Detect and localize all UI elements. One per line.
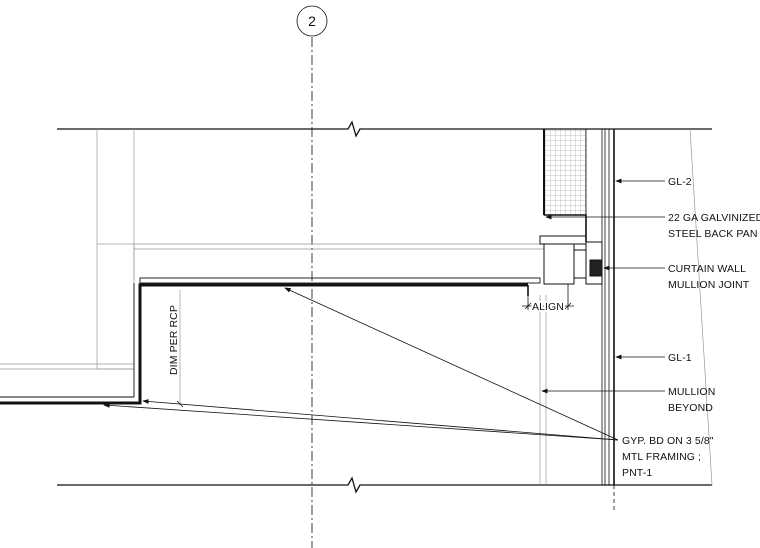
grid-bubble-label: 2 xyxy=(308,13,316,29)
grid-line-2: 2 xyxy=(296,5,328,548)
label-mullion-beyond-1: MULLION xyxy=(668,386,715,398)
label-mullion-beyond-2: BEYOND xyxy=(668,402,713,414)
dim-per-rcp-label: DIM PER RCP xyxy=(168,305,180,375)
leaders xyxy=(103,178,665,441)
label-gyp-3: PNT-1 xyxy=(622,467,652,479)
label-back-pan-1: 22 GA GALVINIZED xyxy=(668,212,760,224)
label-back-pan-2: STEEL BACK PAN xyxy=(668,228,758,240)
label-gyp-1: GYP. BD ON 3 5/8" xyxy=(622,435,714,447)
label-mullion-joint-2: MULLION JOINT xyxy=(668,279,750,291)
label-gyp-2: MTL FRAMING ; xyxy=(622,451,701,463)
grid-bubble xyxy=(296,5,328,37)
top-break-line xyxy=(57,120,712,138)
curtain-wall-glazing xyxy=(601,129,615,510)
align-dimension xyxy=(522,284,574,310)
align-label: ALIGN xyxy=(532,301,564,313)
spandrel-insulation xyxy=(543,128,587,216)
bottom-break-line xyxy=(57,476,712,494)
back-pan xyxy=(539,214,587,245)
label-gl1: GL-1 xyxy=(668,352,692,364)
gypsum-soffit xyxy=(0,277,541,405)
mullion xyxy=(543,241,603,285)
label-gl2: GL-2 xyxy=(668,176,692,188)
label-mullion-joint-1: CURTAIN WALL xyxy=(668,263,746,275)
